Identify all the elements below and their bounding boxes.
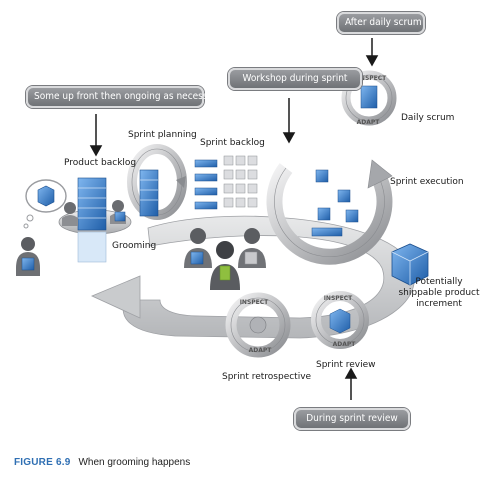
groomer-head-left	[64, 202, 76, 214]
callout-up-front: Some up front then ongoing as necessary	[26, 86, 222, 108]
label-potentially-line-1: Potentially	[415, 277, 463, 287]
label-sprint-planning: Sprint planning	[128, 130, 197, 140]
sprint-execution-ring	[266, 159, 393, 265]
figure-number: FIGURE 6.9	[14, 457, 71, 468]
stakeholder-cube	[21, 257, 35, 271]
review-cube	[329, 308, 351, 334]
label-sprint-review: Sprint review	[316, 360, 376, 370]
execution-work-cubes	[311, 169, 359, 237]
figure-title: When grooming happens	[78, 457, 191, 468]
callout-workshop: Workshop during sprint	[228, 68, 362, 90]
sprint-retrospective-ring	[225, 292, 291, 358]
stakeholder-group	[16, 179, 67, 276]
planning-backlog-stack	[139, 169, 159, 217]
label-sprint-backlog: Sprint backlog	[200, 138, 265, 148]
retro-inspect-text: INSPECT	[240, 299, 269, 306]
label-daily-scrum: Daily scrum	[401, 113, 455, 123]
label-potentially-line-2: shippable product	[398, 288, 480, 298]
product-backlog-reflection	[77, 231, 107, 263]
sprint-review-ring	[311, 291, 369, 349]
cycle-arrowhead	[91, 275, 141, 319]
team-member-1-cube	[190, 251, 204, 265]
label-sprint-retrospective: Sprint retrospective	[222, 372, 312, 382]
groomer-head-right	[112, 200, 124, 212]
product-backlog-group	[58, 177, 132, 263]
task-cards	[223, 155, 258, 208]
callout-during-review: During sprint review	[294, 408, 410, 430]
label-sprint-execution: Sprint execution	[390, 177, 464, 187]
team-member-3-head	[244, 228, 260, 244]
daily-scrum-cubes	[360, 85, 378, 109]
label-potentially-shippable: Potentially shippable product increment	[398, 277, 480, 310]
retro-adapt-text: ADAPT	[249, 347, 273, 354]
label-potentially-line-3: increment	[416, 299, 462, 309]
callout-after-daily-scrum: After daily scrum	[337, 12, 425, 34]
sprint-backlog-group	[194, 155, 258, 210]
figure-caption: FIGURE 6.9 When grooming happens	[14, 457, 190, 468]
team-member-1-head	[190, 228, 206, 244]
stakeholder-head	[21, 237, 35, 251]
label-grooming: Grooming	[112, 241, 157, 251]
daily-scrum-ring	[341, 70, 397, 126]
daily-inspect-text: INSPECT	[358, 75, 387, 82]
team-member-2-head	[216, 241, 234, 259]
groomer-cube	[114, 211, 126, 222]
execution-arrowhead	[367, 159, 393, 189]
label-product-backlog: Product backlog	[64, 158, 137, 168]
product-increment-cube	[391, 243, 429, 286]
callout-pointers	[89, 38, 379, 400]
scrum-team	[184, 228, 266, 290]
daily-adapt-text: ADAPT	[357, 119, 381, 126]
sprint-planning-ring	[127, 144, 187, 220]
gear-icon	[249, 316, 267, 334]
idea-cube	[37, 185, 55, 207]
review-adapt-text: ADAPT	[333, 341, 357, 348]
review-inspect-text: INSPECT	[324, 295, 353, 302]
badge	[219, 265, 231, 281]
product-backlog-stack	[77, 177, 107, 231]
